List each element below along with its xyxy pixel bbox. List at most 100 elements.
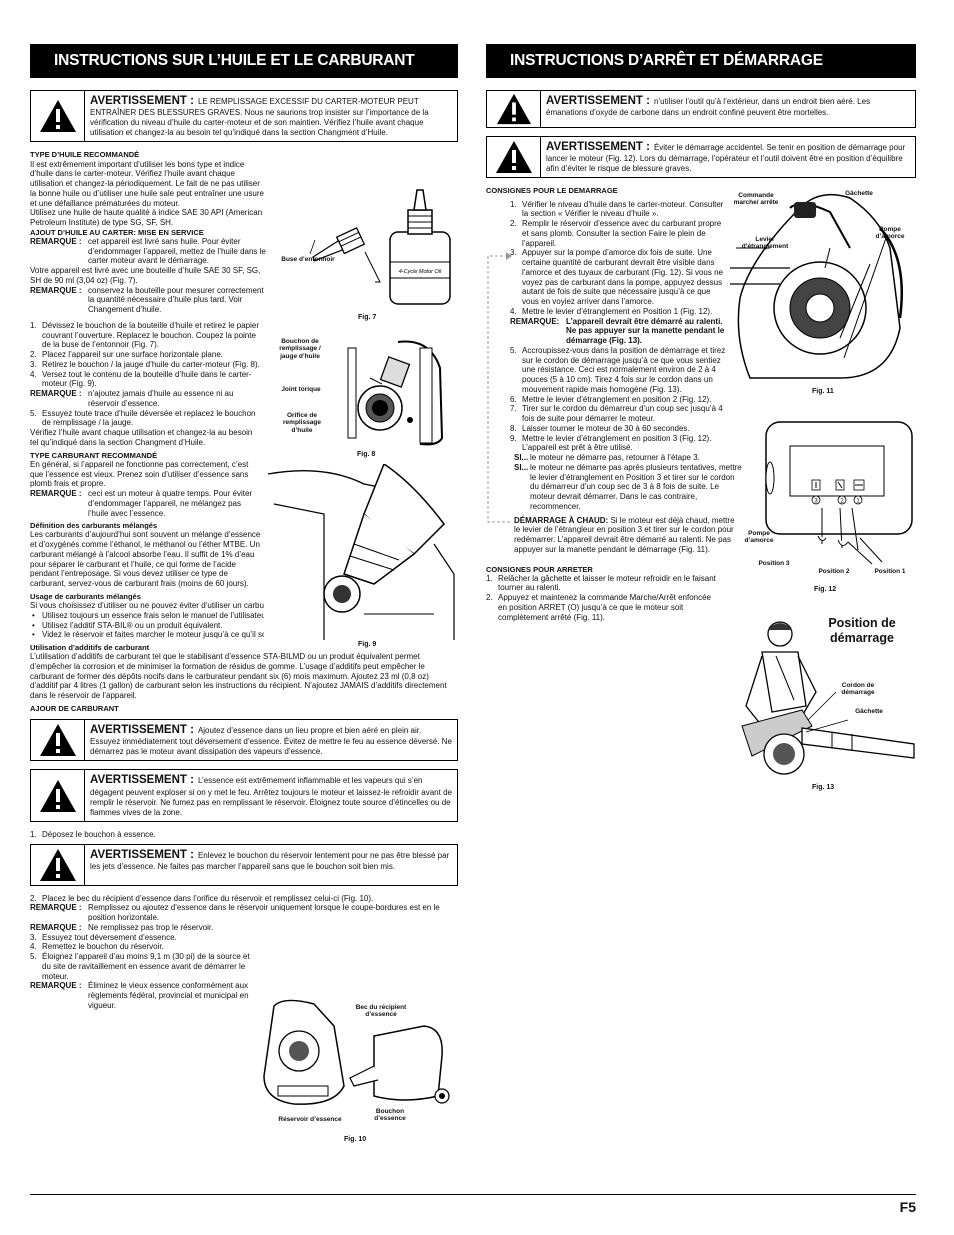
list-item: 5.Accroupissez-vous dans la position de … bbox=[510, 345, 726, 394]
note-idle-start: REMARQUE:L’appareil devrait être démarré… bbox=[510, 316, 725, 346]
callout-fuel-spout: Bec du récipient d’essence bbox=[355, 1004, 407, 1019]
figure-caption: Fig. 12 bbox=[814, 586, 837, 593]
stop-steps: 1.Relâcher la gâchette et laisser le mot… bbox=[486, 574, 722, 623]
list-item: 6.Mettre le levier d’étranglement en pos… bbox=[510, 394, 712, 404]
heading-add-oil: AJOUT D’HUILE AU CARTER: MISE EN SERVICE bbox=[30, 227, 204, 237]
list-item: Utilisez l’additif STA-BIL® ou un produi… bbox=[30, 621, 458, 631]
figure-12: 3 2 1 Pompe d’amorce Position 3 Position… bbox=[736, 418, 916, 596]
para-additives: L’utilisation d’additifs de carburant te… bbox=[30, 652, 447, 701]
callout-trigger: Gâchette bbox=[855, 708, 883, 715]
callout-starter-cord: Cordon de démarrage bbox=[841, 682, 875, 697]
para-sae: Utilisez une huile de haute qualité à in… bbox=[30, 208, 263, 228]
note-no-oil: REMARQUE :cet appareil est livré sans hu… bbox=[30, 236, 266, 266]
list-item: 5.Éloignez l’appareil d’au moins 9,1 m (… bbox=[30, 952, 250, 981]
figure-8: Bouchon de remplissage / jauge d’huile J… bbox=[270, 338, 458, 462]
list-item: Videz le réservoir et faites marcher le … bbox=[30, 630, 458, 640]
figure-caption: Fig. 7 bbox=[358, 314, 377, 321]
note-dispose: REMARQUE :Éliminez le vieux essence conf… bbox=[30, 981, 249, 1010]
note-horizontal: REMARQUE :Remplissez ou ajoutez d’essenc… bbox=[30, 903, 440, 923]
footer-rule bbox=[30, 1194, 916, 1195]
starting-position-label: Position de démarrage bbox=[828, 616, 896, 645]
note-si-2: SI...le moteur ne démarre pas après plus… bbox=[514, 462, 742, 511]
list-item: 3.Retirez le bouchon / la jauge d’huile … bbox=[30, 359, 260, 369]
list-item: 2.Placez l’appareil sur une surface hori… bbox=[30, 350, 223, 360]
position-number: 3 bbox=[814, 499, 818, 505]
warning-triangle-icon bbox=[39, 724, 76, 757]
heading-fuel-type: TYPE CARBURANT RECOMMANDÉ bbox=[30, 450, 158, 460]
section-title-oil-fuel: INSTRUCTIONS SUR L’HUILE ET LE CARBURANT bbox=[30, 44, 458, 78]
para-blended-def: Les carburants d’aujourd’hui sont souven… bbox=[30, 530, 261, 589]
section-title-start-stop: INSTRUCTIONS D’ARRÊT ET DÉMARRAGE bbox=[486, 44, 916, 78]
note-keep-bottle: REMARQUE :conservez la bouteille pour me… bbox=[30, 285, 264, 315]
list-item: 4.Remettez le bouchon du réservoir. bbox=[30, 942, 164, 952]
list-item: Utilisez toujours un essence frais selon… bbox=[30, 611, 458, 621]
warning-add-fuel: AVERTISSEMENT :Ajoutez d’essence dans un… bbox=[30, 719, 458, 762]
callout-funnel-nozzle: Buse d’entonnoir bbox=[281, 256, 335, 263]
list-item: 5.Essuyez toute trace d’huile déversée e… bbox=[30, 408, 256, 428]
figure-caption: Fig. 11 bbox=[812, 388, 834, 395]
note-no-oil-in-fuel: REMARQUE :n’ajoutez jamais d’huile au es… bbox=[30, 389, 234, 408]
start-steps: 1.Vérifier le niveau d’huile dans le car… bbox=[510, 200, 726, 454]
list-item: 2.Remplir le réservoir d’essence avec du… bbox=[510, 219, 722, 248]
list-item: 2.Appuyez et maintenez la commande March… bbox=[486, 593, 712, 622]
warning-title: AVERTISSEMENT : bbox=[90, 95, 194, 107]
list-item: 1.Relâcher la gâchette et laisser le mot… bbox=[486, 573, 716, 593]
position-number: 2 bbox=[840, 499, 844, 505]
figure-caption: Fig. 10 bbox=[344, 1136, 367, 1143]
note-si-1: SI...le moteur ne démarre pas, retourner… bbox=[514, 453, 700, 463]
callout-fuel-tank: Réservoir d’essence bbox=[278, 1116, 342, 1123]
callout-on-off-switch: Commande marche/ arrête bbox=[733, 192, 779, 207]
heading-blended-def: Définition des carburants mélangés bbox=[30, 521, 158, 531]
callout-primer-bulb: Pompe d’amorce bbox=[875, 226, 905, 241]
warning-title: AVERTISSEMENT : bbox=[90, 774, 194, 787]
figure-caption: Fig. 13 bbox=[812, 784, 835, 791]
warning-accidental-start: AVERTISSEMENT :Éviter le démarrage accid… bbox=[486, 136, 916, 179]
warning-text: L’essence est extrêmement inflammable et… bbox=[90, 776, 452, 817]
warning-triangle-icon bbox=[495, 141, 532, 174]
warning-title: AVERTISSEMENT : bbox=[90, 848, 194, 861]
heading-oil-type: TYPE D’HUILE RECOMMANDÉ bbox=[30, 150, 140, 160]
callout-position-1: Position 1 bbox=[874, 568, 906, 575]
figure-10: Bec du récipient d’essence Réservoir d’e… bbox=[254, 996, 458, 1146]
list-item: 4.Mettre le levier d’étranglement en Pos… bbox=[510, 306, 713, 316]
list-item: 9.Mettre le levier d’étranglement en pos… bbox=[510, 433, 712, 453]
heading-stop-instructions: CONSIGNES POUR ARRETER bbox=[486, 564, 593, 574]
oil-fuel-column: INSTRUCTIONS SUR L’HUILE ET LE CARBURANT… bbox=[30, 44, 458, 1011]
warning-overfill: AVERTISSEMENT :LE REMPLISSAGE EXCESSIF D… bbox=[30, 90, 458, 143]
warning-title: AVERTISSEMENT : bbox=[546, 95, 650, 107]
heading-additives: Utilisation d’additifs de carburant bbox=[30, 643, 150, 653]
list-item: 1.Dévissez le bouchon de la bouteille d’… bbox=[30, 320, 260, 350]
list-item: 7.Tirer sur le cordon du démarreur d’un … bbox=[510, 404, 723, 424]
figure-caption: Fig. 9 bbox=[358, 641, 377, 648]
oil-bottle-illustration: 4-Cycle Motor Oil bbox=[309, 189, 451, 305]
para-warm-start: DÉMARRAGE À CHAUD: Si le moteur est déjà… bbox=[514, 515, 735, 554]
bottle-label: 4-Cycle Motor Oil bbox=[399, 269, 442, 275]
figure-caption: Fig. 8 bbox=[357, 451, 376, 458]
choke-positions-illustration: 3 2 1 bbox=[765, 421, 913, 565]
para-fuel-type: En général, si l’appareil ne fonctionne … bbox=[30, 459, 249, 489]
para-bottle: Votre appareil est livré avec une boutei… bbox=[30, 266, 261, 285]
loop-back-arrow bbox=[487, 252, 512, 523]
warning-triangle-icon bbox=[496, 93, 531, 125]
callout-choke-lever: Levier d’étranglement bbox=[741, 236, 789, 251]
warning-triangle-icon bbox=[39, 100, 76, 133]
list-item: 3.Essuyez tout déversement d’essence. bbox=[30, 932, 177, 942]
heading-start-instructions: CONSIGNES POUR LE DEMARRAGE bbox=[486, 186, 618, 196]
oil-fill-illustration bbox=[340, 338, 444, 448]
callout-position-2: Position 2 bbox=[818, 568, 850, 575]
warning-title: AVERTISSEMENT : bbox=[90, 724, 194, 737]
starting-position-illustration bbox=[741, 621, 915, 775]
pour-oil-illustration bbox=[264, 462, 458, 640]
warning-triangle-icon bbox=[39, 848, 76, 881]
warning-outdoors: AVERTISSEMENT :n’utiliser l’outil qu’à l… bbox=[486, 90, 916, 128]
callout-o-ring: Joint torique bbox=[281, 386, 321, 393]
warning-text: Enlevez le bouchon du réservoir lentemen… bbox=[90, 850, 450, 871]
refuel-illustration bbox=[263, 999, 450, 1105]
figure-9: Fig. 9 bbox=[264, 462, 458, 652]
callout-fuel-cap: Bouchon d’essence bbox=[374, 1108, 406, 1123]
note-no-overfill: REMARQUE :Ne remplissez pas trop le rése… bbox=[30, 922, 214, 932]
heading-blended-usage: Usage de carburants mélangés bbox=[30, 591, 141, 601]
callout-trigger: Gâchette bbox=[845, 190, 873, 197]
blower-controls-illustration bbox=[730, 193, 904, 379]
list-item: 1.Vérifier le niveau d’huile dans le car… bbox=[510, 199, 724, 219]
